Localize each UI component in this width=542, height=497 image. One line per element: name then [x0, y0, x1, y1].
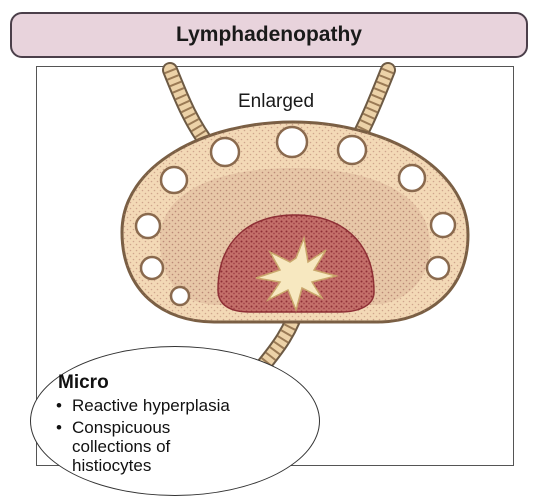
micro-title: Micro [58, 372, 109, 394]
micro-item: Reactive hyperplasia [54, 396, 314, 415]
micro-item: Conspicuous collections of histiocytes [54, 418, 242, 475]
node-label: Enlarged [238, 91, 314, 113]
micro-list: Reactive hyperplasia Conspicuous collect… [54, 396, 314, 478]
